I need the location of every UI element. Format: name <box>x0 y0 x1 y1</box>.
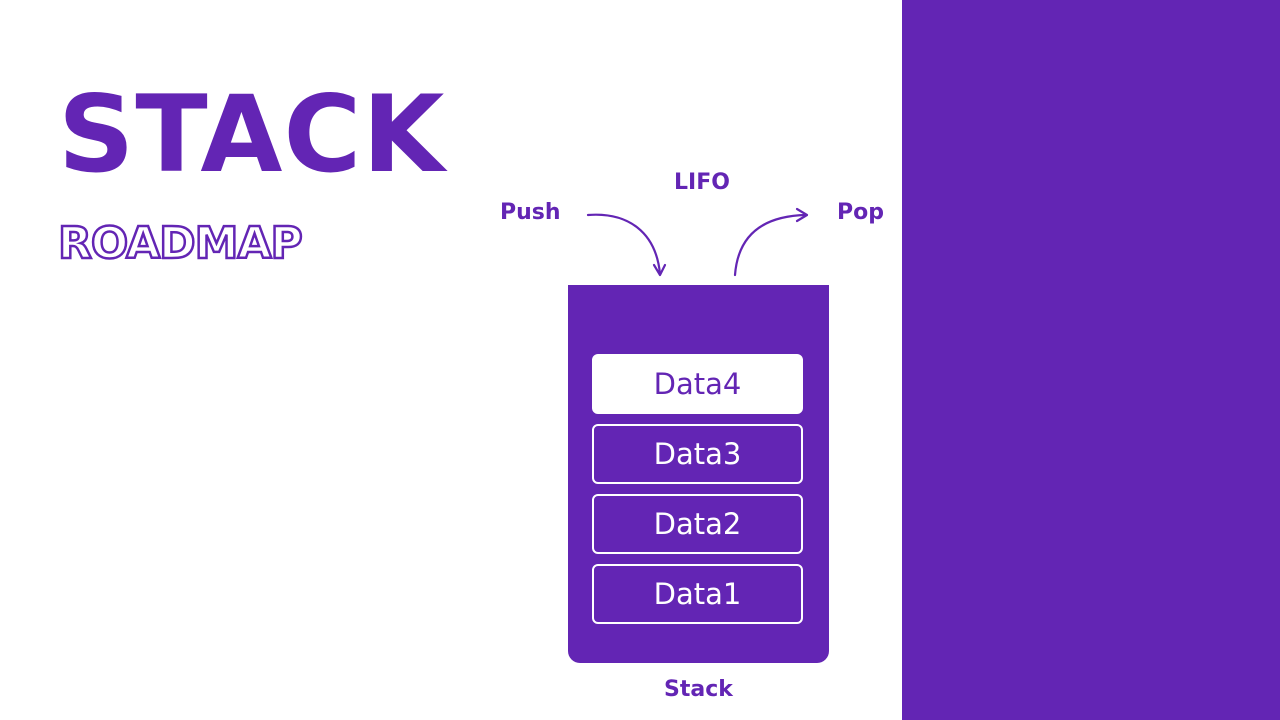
stack-item-data3: Data3 <box>592 424 803 484</box>
pop-label: Pop <box>837 200 884 225</box>
stack-item-data4: Data4 <box>592 354 803 414</box>
stack-item-data1: Data1 <box>592 564 803 624</box>
push-label: Push <box>500 200 561 225</box>
stack-caption: Stack <box>664 677 733 702</box>
page-title: STACK <box>58 73 446 196</box>
lifo-label: LIFO <box>674 170 730 195</box>
curved-arrow-down-icon <box>586 213 667 277</box>
stack-item-data2: Data2 <box>592 494 803 554</box>
accent-panel <box>902 0 1280 720</box>
page-subtitle: ROADMAP <box>57 218 304 269</box>
stack-container: Data4 Data3 Data2 Data1 <box>568 285 829 663</box>
curved-arrow-up-icon <box>733 207 809 277</box>
